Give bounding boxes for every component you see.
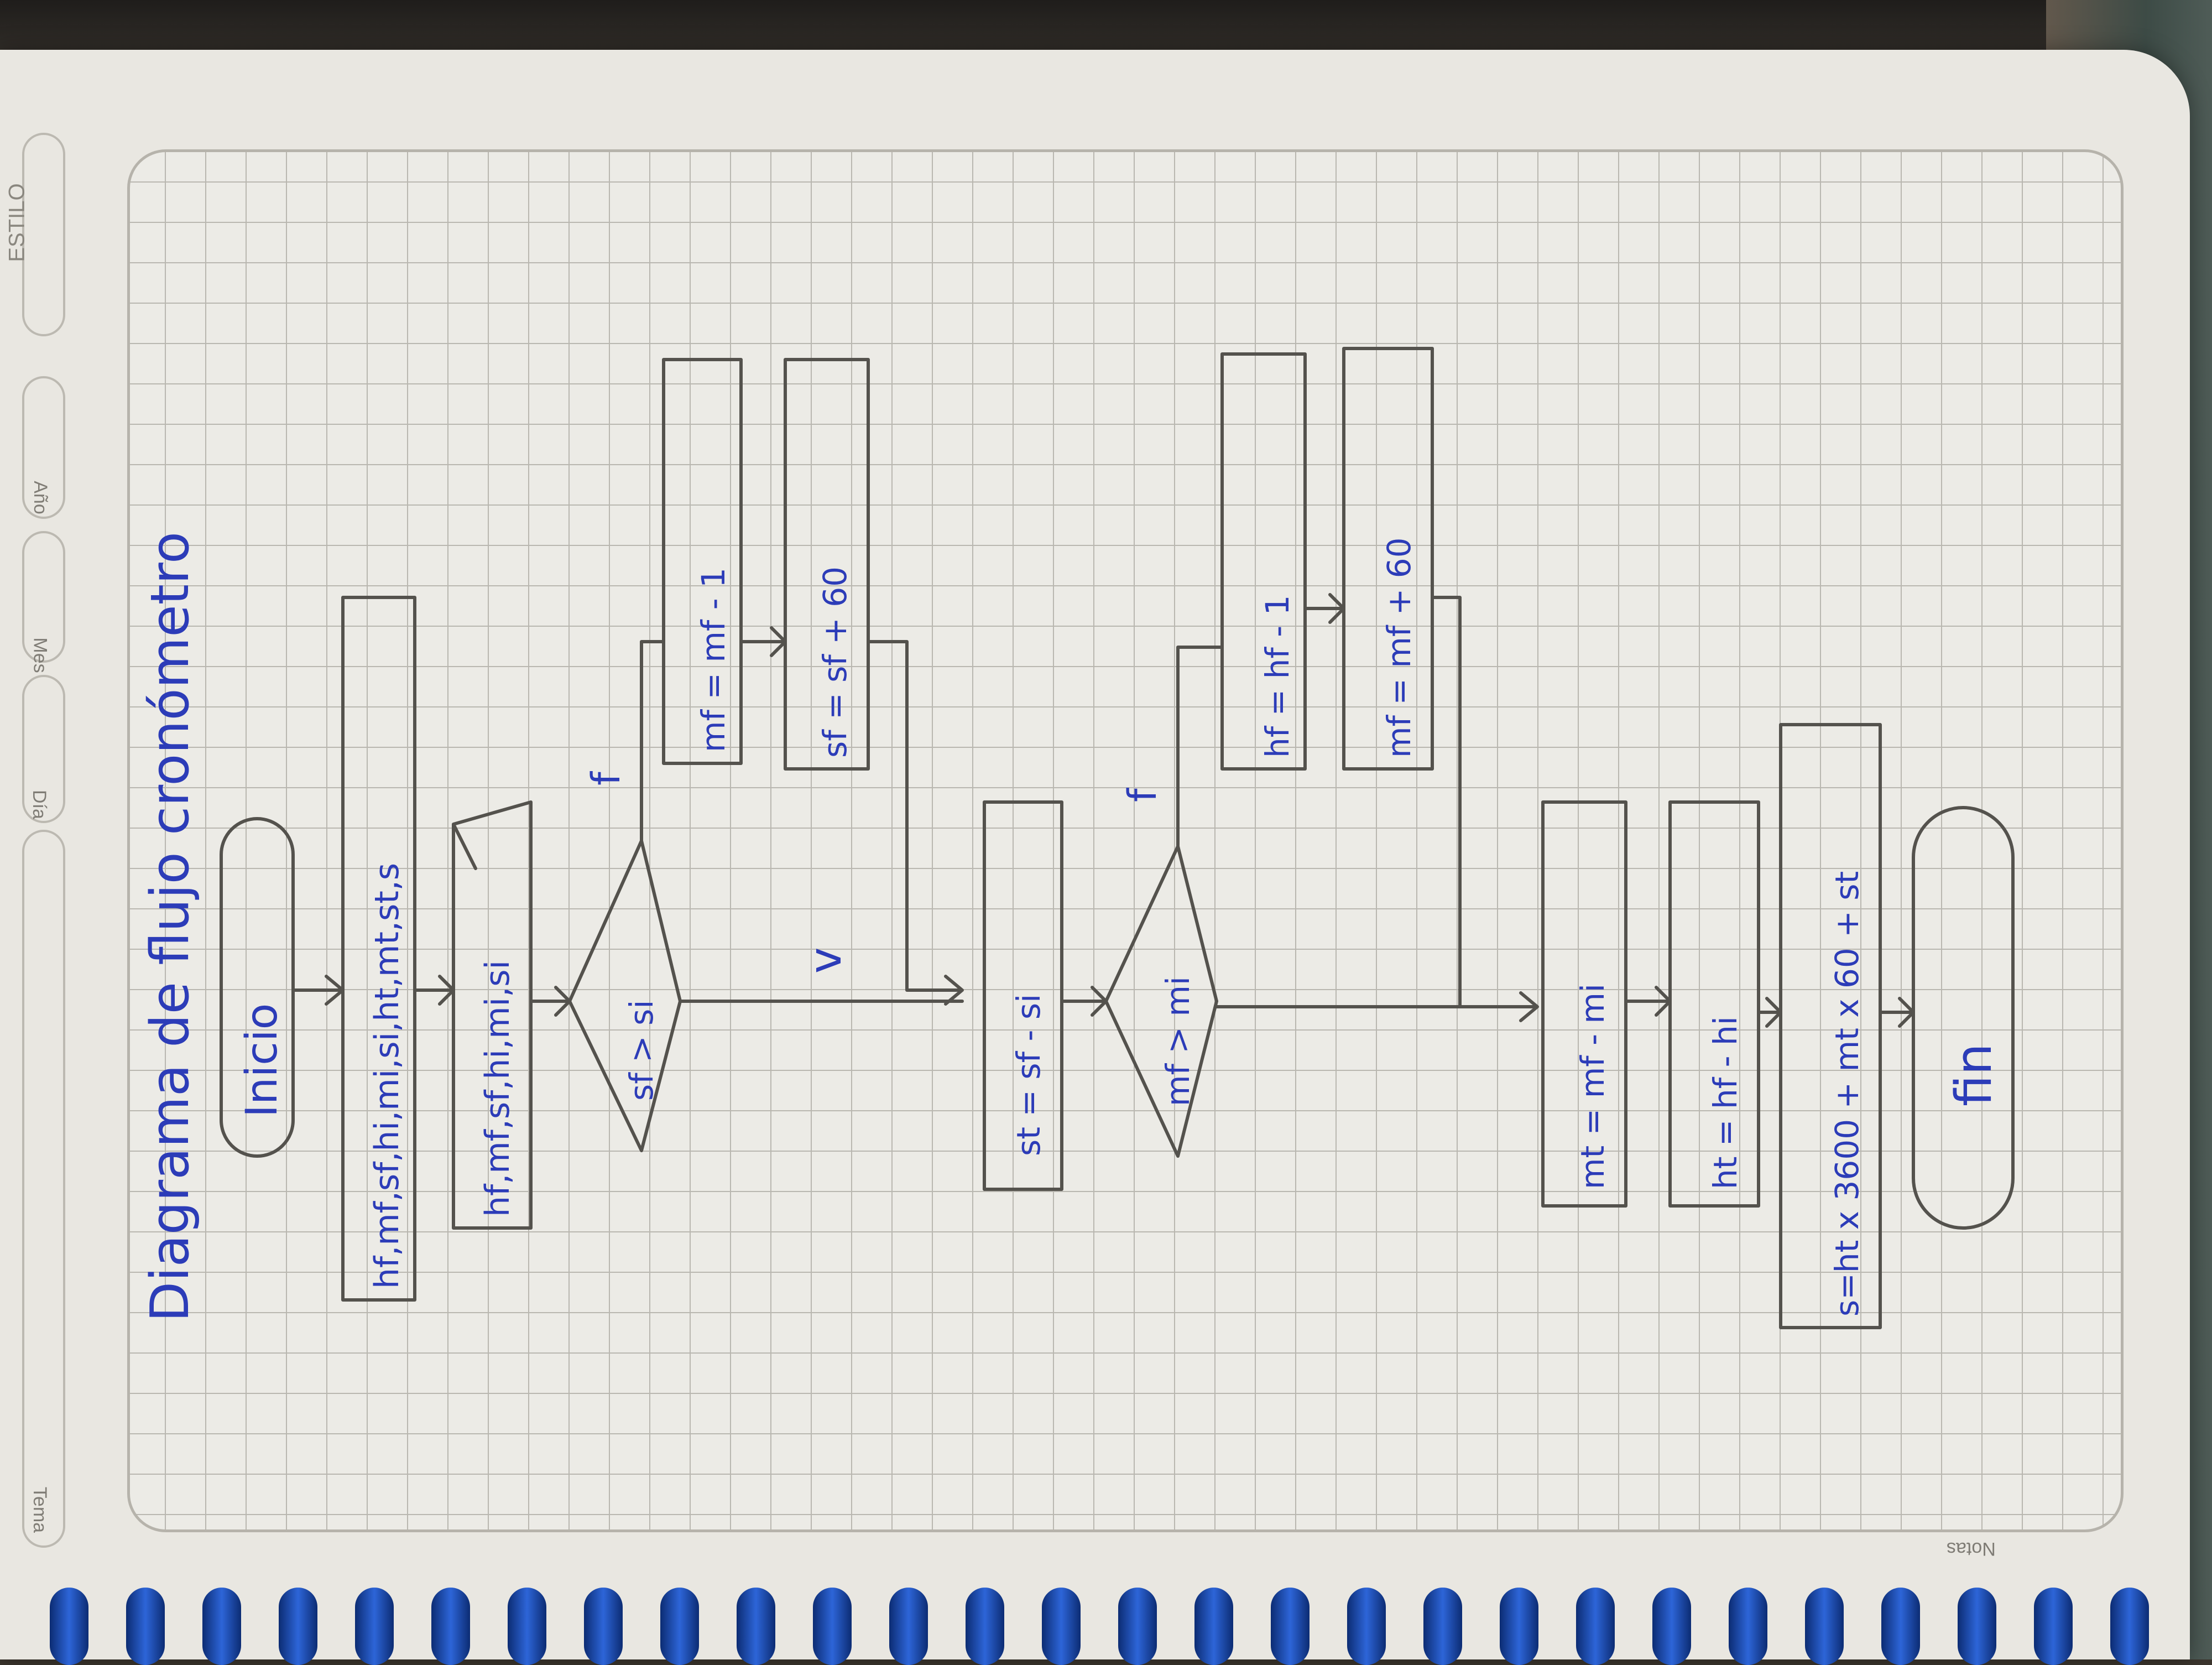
arrow-loop1-a-b	[739, 626, 787, 657]
arrow-ht-s	[1757, 997, 1782, 1028]
arrow-loop2-a-b	[1303, 593, 1345, 624]
input-label: hf,mf,sf,hi,mi,si	[478, 960, 517, 1217]
decision-1-false: f	[583, 771, 629, 785]
spiral-ring	[126, 1588, 165, 1665]
spiral-ring	[431, 1588, 470, 1665]
spiral-ring	[584, 1588, 623, 1665]
spiral-ring	[1423, 1588, 1462, 1665]
arrow-start-declare	[291, 975, 345, 1006]
loop2-label-a: hf = hf - 1	[1259, 595, 1296, 758]
spiral-ring	[1958, 1588, 1996, 1665]
spiral-ring	[1194, 1588, 1233, 1665]
loop1-box-b	[784, 358, 870, 771]
loop2-box-b	[1342, 347, 1434, 771]
spiral-binding	[0, 1571, 2157, 1665]
arrow-st-cond2	[1060, 986, 1108, 1017]
end-terminal	[1912, 806, 2015, 1230]
step-st-label: st = sf - si	[1010, 994, 1047, 1156]
step-mt-label: mt = mf - mi	[1574, 984, 1611, 1189]
start-terminal	[220, 817, 295, 1158]
spiral-ring	[2034, 1588, 2073, 1665]
spiral-ring	[1271, 1588, 1310, 1665]
step-s-box	[1779, 723, 1882, 1329]
connector-cond1-false	[640, 640, 665, 842]
step-st-box	[983, 800, 1063, 1191]
decision-2	[1104, 845, 1218, 1158]
spiral-ring	[1729, 1588, 1767, 1665]
spiral-ring	[966, 1588, 1004, 1665]
loop2-box-a	[1220, 352, 1307, 771]
decision-1	[568, 839, 682, 1152]
loop2-label-b: mf = mf + 60	[1380, 537, 1418, 758]
loop1-box-a	[662, 358, 743, 765]
spiral-ring	[889, 1588, 928, 1665]
spiral-ring	[1347, 1588, 1386, 1665]
arrow-s-end	[1879, 997, 1915, 1028]
declare-box	[341, 596, 416, 1302]
connector-loop2-return	[1431, 596, 1539, 1022]
spiral-ring	[737, 1588, 775, 1665]
spiral-ring	[1881, 1588, 1920, 1665]
connector-loop1-return	[867, 640, 964, 1006]
spiral-ring	[2110, 1588, 2149, 1665]
step-ht-box	[1668, 800, 1760, 1208]
spiral-ring	[1042, 1588, 1081, 1665]
decision-1-true: v	[800, 948, 851, 974]
spiral-ring	[813, 1588, 852, 1665]
spiral-ring	[660, 1588, 699, 1665]
arrow-input-cond1	[529, 986, 571, 1017]
end-label: fin	[1945, 1043, 2003, 1106]
diagram-title: Diagrama de flujo cronómetro	[140, 532, 201, 1322]
input-shape	[452, 800, 533, 1230]
spiral-ring	[355, 1588, 394, 1665]
arrow-mt-ht	[1624, 986, 1672, 1017]
decision-2-label: mf > mi	[1159, 976, 1197, 1106]
spiral-ring	[1805, 1588, 1844, 1665]
spiral-ring	[1652, 1588, 1691, 1665]
spiral-ring	[1576, 1588, 1615, 1665]
step-mt-box	[1541, 800, 1627, 1208]
connector-cond2-false	[1176, 646, 1224, 848]
arrow-declare-input	[413, 975, 455, 1006]
spiral-ring	[1500, 1588, 1538, 1665]
loop1-label-b: sf = sf + 60	[816, 566, 854, 758]
spiral-ring	[508, 1588, 546, 1665]
loop1-label-a: mf = mf - 1	[695, 568, 732, 752]
step-s-label: s=ht x 3600 + mt x 60 + st	[1828, 871, 1866, 1317]
spiral-ring	[202, 1588, 241, 1665]
spiral-ring	[50, 1588, 88, 1665]
decision-2-false: f	[1120, 788, 1165, 802]
declare-label: hf,mf,sf,hi,mi,si,ht,mt,st,s	[368, 863, 406, 1289]
spiral-ring	[279, 1588, 317, 1665]
start-label: Inicio	[237, 1003, 287, 1117]
spiral-ring	[1118, 1588, 1157, 1665]
decision-1-label: sf > si	[623, 1000, 660, 1101]
step-ht-label: ht = hf - hi	[1707, 1016, 1744, 1189]
